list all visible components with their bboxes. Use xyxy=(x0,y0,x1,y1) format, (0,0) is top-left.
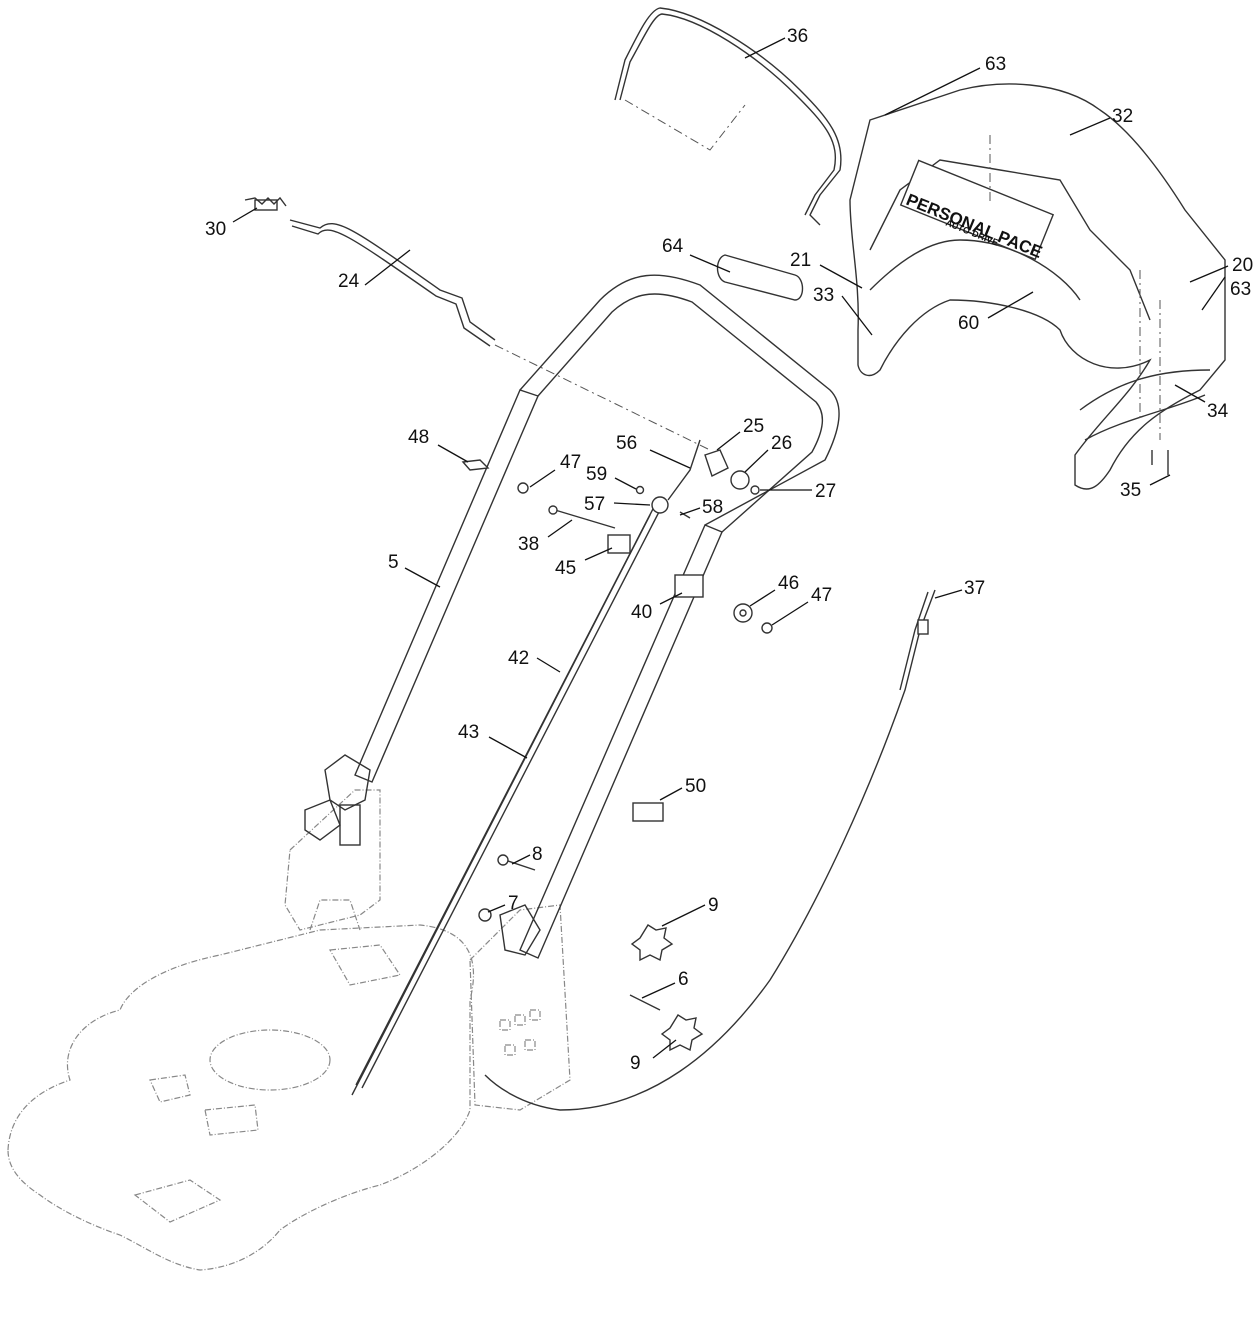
label-43: 43 xyxy=(458,722,479,743)
label-30: 30 xyxy=(205,219,226,240)
label-57: 57 xyxy=(584,494,605,515)
top-bail xyxy=(614,7,842,226)
label-26: 26 xyxy=(771,433,792,454)
part-labels: 36 63 32 30 24 64 21 33 60 20 63 34 35 4… xyxy=(205,26,1253,1074)
label-33: 33 xyxy=(813,285,834,306)
label-7: 7 xyxy=(508,893,519,914)
label-25: 25 xyxy=(743,416,764,437)
hardware xyxy=(461,124,1206,1052)
right-handle-bracket xyxy=(469,904,571,1111)
label-47b: 47 xyxy=(811,585,832,606)
drive-cable xyxy=(484,589,936,1111)
label-35: 35 xyxy=(1120,480,1141,501)
spring xyxy=(244,196,287,211)
label-60: 60 xyxy=(958,313,979,334)
label-63b: 63 xyxy=(1230,279,1251,300)
control-bail xyxy=(289,219,711,451)
lower-handle xyxy=(354,389,723,959)
label-59: 59 xyxy=(586,464,607,485)
label-21: 21 xyxy=(790,250,811,271)
label-20: 20 xyxy=(1232,255,1253,276)
label-37: 37 xyxy=(964,578,985,599)
label-9b: 9 xyxy=(630,1053,641,1074)
label-32: 32 xyxy=(1112,106,1133,127)
label-48: 48 xyxy=(408,427,429,448)
label-63: 63 xyxy=(985,54,1006,75)
label-6: 6 xyxy=(678,969,689,990)
label-38: 38 xyxy=(518,534,539,555)
label-8: 8 xyxy=(532,844,543,865)
upper-handle xyxy=(519,274,840,533)
label-34: 34 xyxy=(1207,401,1229,422)
label-47: 47 xyxy=(560,452,581,473)
label-42: 42 xyxy=(508,648,529,669)
handle-shroud: PERSONAL PACE AUTO-DRIVE xyxy=(849,83,1226,490)
label-46: 46 xyxy=(778,573,799,594)
label-36: 36 xyxy=(787,26,808,47)
label-24: 24 xyxy=(338,271,360,292)
label-45: 45 xyxy=(555,558,576,579)
label-58: 58 xyxy=(702,497,723,518)
label-9a: 9 xyxy=(708,895,719,916)
label-64: 64 xyxy=(662,236,684,257)
label-56: 56 xyxy=(616,433,637,454)
cable-rods xyxy=(351,504,661,1096)
grip xyxy=(716,254,804,301)
mower-deck xyxy=(7,899,475,1271)
label-50: 50 xyxy=(685,776,706,797)
label-27: 27 xyxy=(815,481,836,502)
label-40: 40 xyxy=(631,602,652,623)
left-handle-bracket xyxy=(284,754,381,931)
label-5: 5 xyxy=(388,552,399,573)
